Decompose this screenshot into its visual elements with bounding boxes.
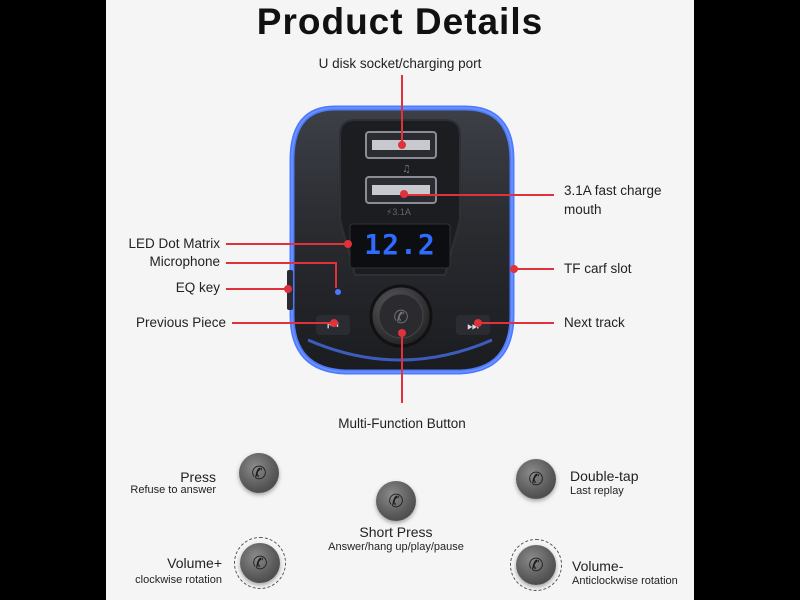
callout-tf-dot bbox=[510, 265, 518, 273]
callout-led-matrix: LED Dot Matrix bbox=[128, 236, 220, 251]
clockwise-rotation-icon bbox=[234, 537, 286, 589]
callout-multi-button: Multi-Function Button bbox=[338, 416, 466, 431]
gesture-doubletap-title: Double-tap bbox=[570, 468, 639, 484]
callout-usb-line bbox=[401, 75, 403, 145]
next-track-button bbox=[456, 315, 490, 335]
svg-text:✆: ✆ bbox=[393, 307, 408, 328]
callout-multi-dot bbox=[398, 329, 406, 337]
microphone-hole bbox=[335, 289, 341, 295]
callout-next-line bbox=[480, 322, 554, 324]
callout-microphone: Microphone bbox=[149, 254, 220, 269]
gesture-press-subtitle: Refuse to answer bbox=[130, 484, 216, 496]
callout-tf-line bbox=[516, 268, 554, 270]
callout-previous: Previous Piece bbox=[135, 315, 226, 330]
callout-fastcharge-line bbox=[404, 194, 554, 196]
callout-fastcharge-line1: 3.1A fast charge bbox=[564, 183, 662, 198]
callout-fastcharge-dot bbox=[400, 190, 408, 198]
gesture-shortpress-knob: ✆ bbox=[376, 481, 416, 521]
phone-icon: ✆ bbox=[528, 469, 544, 489]
callout-led-line bbox=[226, 243, 346, 245]
gesture-press-knob: ✆ bbox=[239, 453, 279, 493]
gesture-doubletap-subtitle: Last replay bbox=[570, 485, 624, 497]
phone-icon: ✆ bbox=[528, 555, 544, 575]
callout-led-dot bbox=[344, 240, 352, 248]
callout-multi-line bbox=[401, 335, 403, 403]
callout-mic-line-h bbox=[226, 262, 336, 264]
display-reading: 12.2 bbox=[364, 228, 436, 261]
gesture-volume-up-subtitle: clockwise rotation bbox=[135, 574, 222, 586]
page-title: Product Details bbox=[256, 1, 544, 42]
phone-icon: ✆ bbox=[388, 491, 404, 511]
phone-icon: ✆ bbox=[251, 463, 267, 483]
phone-icon: ✆ bbox=[252, 553, 268, 573]
callout-previous-dot bbox=[330, 319, 338, 327]
callout-usb-dot bbox=[398, 141, 406, 149]
callout-eq-key: EQ key bbox=[175, 280, 220, 295]
gesture-shortpress-subtitle: Answer/hang up/play/pause bbox=[328, 541, 464, 553]
gesture-volume-up-knob: ✆ bbox=[240, 543, 280, 583]
callout-usb-port: U disk socket/charging port bbox=[318, 56, 482, 71]
callout-next: Next track bbox=[564, 315, 625, 330]
callout-eq-dot bbox=[284, 285, 292, 293]
callout-previous-line bbox=[232, 322, 334, 324]
gesture-volume-down-subtitle: Anticlockwise rotation bbox=[572, 575, 678, 587]
gesture-volume-up-title: Volume+ bbox=[167, 555, 222, 571]
gesture-volume-down-title: Volume- bbox=[572, 558, 624, 574]
svg-text:♫: ♫ bbox=[402, 164, 411, 175]
gesture-press-title: Press bbox=[180, 469, 216, 485]
callout-fastcharge-line2: mouth bbox=[564, 202, 602, 217]
anticlockwise-rotation-icon bbox=[510, 539, 562, 591]
gesture-doubletap-knob: ✆ bbox=[516, 459, 556, 499]
callout-mic-line-v bbox=[335, 262, 337, 288]
callout-tf-slot: TF carf slot bbox=[564, 261, 632, 276]
port-rating-label: ⚡3.1A bbox=[386, 207, 411, 217]
gesture-shortpress-title: Short Press bbox=[359, 524, 433, 540]
callout-next-dot bbox=[474, 319, 482, 327]
callout-eq-line bbox=[226, 288, 288, 290]
gesture-volume-down-knob: ✆ bbox=[516, 545, 556, 585]
